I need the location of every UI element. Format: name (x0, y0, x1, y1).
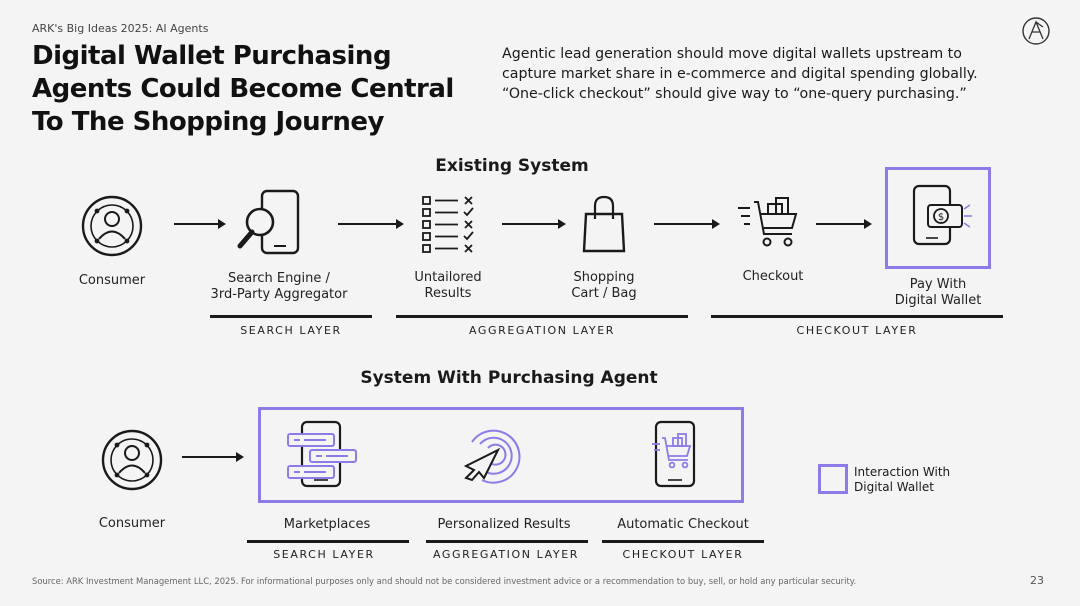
checkout-layer-line (711, 315, 1003, 318)
search-layer-label: SEARCH LAYER (240, 324, 342, 337)
intro-line: “One-click checkout” should give way to … (502, 86, 967, 102)
step-consumer-label: Consumer (78, 273, 146, 288)
page-title: Digital Wallet Purchasing Agents Could B… (32, 40, 454, 139)
agent-digital-wallet-box (258, 407, 744, 503)
agent-checkout-layer-line (602, 540, 764, 543)
marketplace-phone-icon (287, 420, 357, 488)
agent-search-layer-line (247, 540, 409, 543)
agent-system-title: System With Purchasing Agent (360, 368, 658, 388)
arrow-icon (174, 219, 226, 229)
wallet-phone-icon: $ (912, 184, 972, 246)
existing-system-title: Existing System (435, 156, 589, 176)
title-line: Agents Could Become Central (32, 74, 454, 104)
step-checkout-label: Checkout (742, 269, 804, 284)
arrow-icon (816, 219, 872, 229)
intro-text: Agentic lead generation should move digi… (502, 44, 1042, 104)
consumer-icon (81, 195, 143, 257)
arrow-icon (654, 219, 720, 229)
title-line: Digital Wallet Purchasing (32, 41, 392, 71)
agent-checkout-layer-label: CHECKOUT LAYER (622, 548, 744, 561)
arrow-icon (502, 219, 566, 229)
step-automatic-checkout-label: Automatic Checkout (617, 517, 749, 532)
step-untailored-results-label: Untailored Results (414, 270, 482, 301)
shopping-cart-icon (738, 197, 798, 247)
footer-source: Source: ARK Investment Management LLC, 2… (32, 576, 857, 586)
checkout-layer-label: CHECKOUT LAYER (796, 324, 918, 337)
cart-phone-icon (652, 420, 696, 488)
digital-wallet-highlight-box (885, 167, 991, 269)
search-phone-icon (237, 189, 300, 255)
step-shopping-cart-label: Shopping Cart / Bag (571, 270, 637, 301)
shopping-bag-icon (582, 195, 626, 253)
target-cursor-icon (463, 429, 521, 484)
agent-search-layer-label: SEARCH LAYER (273, 548, 375, 561)
legend-swatch (818, 464, 848, 494)
step-search-engine-label: Search Engine / 3rd-Party Aggregator (210, 271, 348, 302)
agent-aggregation-layer-line (426, 540, 588, 543)
step-personalized-results-label: Personalized Results (437, 517, 571, 532)
aggregation-layer-label: AGGREGATION LAYER (468, 324, 616, 337)
search-layer-line (210, 315, 372, 318)
agent-consumer-label: Consumer (98, 516, 166, 531)
intro-line: capture market share in e-commerce and d… (502, 66, 978, 82)
arrow-icon (338, 219, 404, 229)
ark-logo-icon (1022, 17, 1050, 45)
eyebrow: ARK's Big Ideas 2025: AI Agents (32, 22, 209, 35)
aggregation-layer-line (396, 315, 688, 318)
checklist-icon (422, 196, 474, 253)
step-marketplaces-label: Marketplaces (283, 517, 371, 532)
agent-aggregation-layer-label: AGGREGATION LAYER (432, 548, 580, 561)
consumer-icon (101, 429, 163, 491)
arrow-icon (182, 452, 244, 462)
svg-text:$: $ (938, 212, 944, 223)
intro-line: Agentic lead generation should move digi… (502, 46, 962, 62)
page-number: 23 (1030, 574, 1044, 587)
step-digital-wallet-label: Pay With Digital Wallet (894, 277, 982, 308)
title-line: To The Shopping Journey (32, 107, 384, 137)
legend-label: Interaction With Digital Wallet (854, 465, 951, 494)
